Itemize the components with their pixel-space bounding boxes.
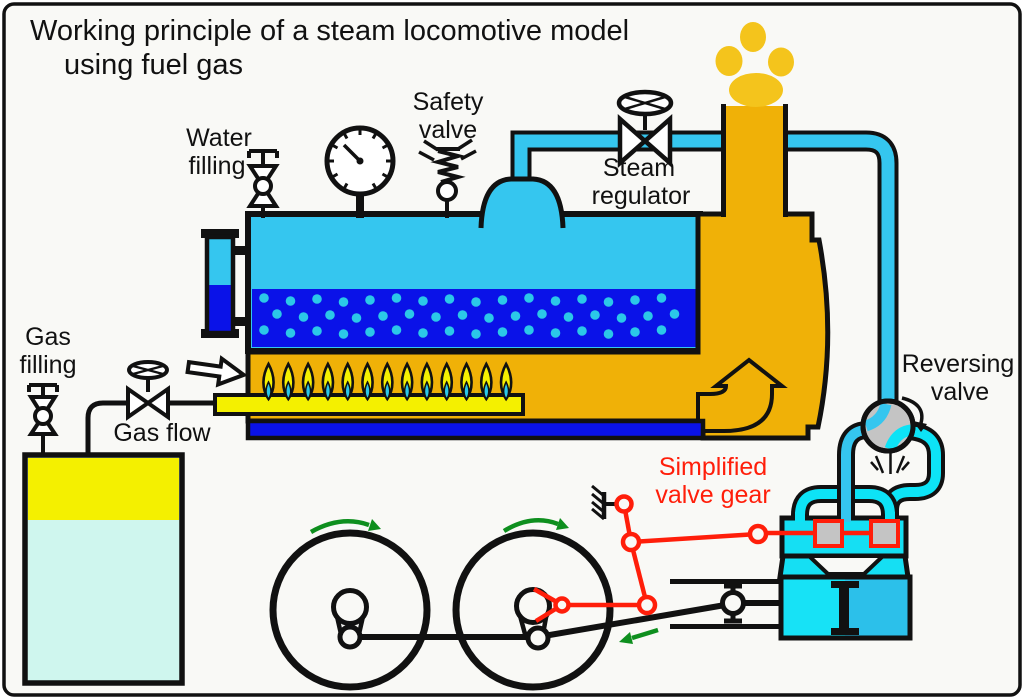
steam-dome [481,179,563,228]
label-safety-valve: Safety [413,88,484,116]
fixed-pivot-icon [591,484,617,521]
label-water-filling-2: filling [189,152,246,180]
wheel2-rotation-arrow-icon [502,518,559,533]
valve-gear [532,484,900,623]
gas-pipe [85,400,215,457]
gas-filling-valve-icon [27,383,59,436]
reversing-valve-icon [860,396,927,474]
page-title: Working principle of a steam locomotive … [30,15,629,47]
connecting-rod [537,601,732,640]
water-bubbles [259,293,680,339]
steam-pipe [510,130,899,412]
label-gas-filling-2: filling [20,351,77,379]
rod-motion-arrow-icon [631,627,659,641]
gear-joint-eccentric [553,596,571,614]
page-title-line2: using fuel gas [64,49,243,81]
safety-valve-icon [418,138,477,218]
steam-regulator-valve-icon [616,89,674,168]
label-steam-regulator: Steam [603,154,675,182]
label-steam-regulator-2: regulator [592,182,691,210]
smoke-puffs-icon [715,22,794,107]
cylinder [778,574,913,641]
gear-joint-valve-rod [747,523,769,545]
labels: Working principle of a steam locomotive … [20,15,1015,509]
gas-supply [22,355,248,686]
water-filling-valve-icon [246,149,280,218]
piston [831,581,859,635]
boiler [245,176,703,354]
motion-arrows [309,518,659,644]
gear-joint-lower [636,594,658,616]
label-gas-flow: Gas flow [113,419,211,447]
gas-flames-icon [262,361,513,402]
chimney-icon [723,106,786,217]
gas-tank-vapor [28,458,179,520]
label-valve-gear: Simplified [659,453,767,481]
gear-joint-mid [620,531,642,553]
slide-valve-1 [813,519,844,548]
cylinder-assembly [777,396,945,641]
slide-valve-2 [869,519,900,548]
wheel1-rotation-arrow-icon [309,519,370,534]
driving-wheel-2 [452,529,614,691]
label-safety-valve-2: valve [419,116,477,144]
label-reversing-valve: Reversing [902,350,1015,378]
burner [213,361,706,441]
crosshead [720,590,746,616]
crank-pin-2 [525,625,551,651]
gas-flow-valve-icon [126,360,170,421]
gas-flow-arrow-icon [185,355,248,388]
label-water-filling: Water [186,124,252,152]
exhaust-spray-icon [870,453,910,474]
casing-bottom [245,418,706,441]
label-valve-gear-2: valve gear [655,481,770,509]
crank-pin-1 [337,624,363,650]
label-reversing-valve-2: valve [931,378,989,406]
pressure-gauge-icon [324,125,396,218]
driving-wheel-1 [269,529,431,691]
label-gas-filling: Gas [25,323,71,351]
steam-passages [803,554,889,576]
sight-glass [201,229,250,338]
flue-gas-arrow-icon [696,357,788,433]
gear-joint-fixed [614,494,634,514]
rotation-arrow-icon [901,396,924,424]
